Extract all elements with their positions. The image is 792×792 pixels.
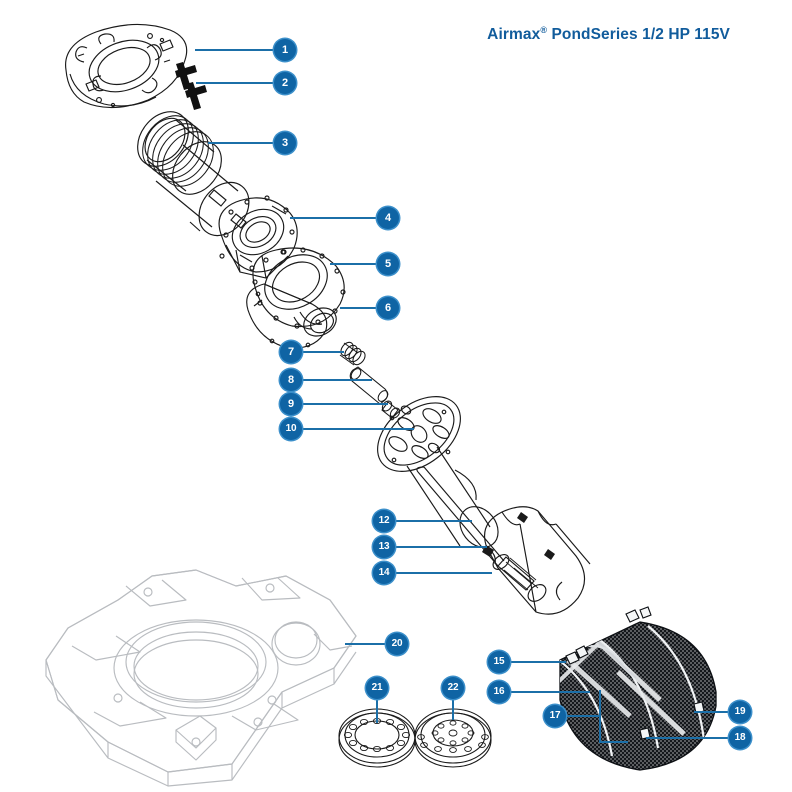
part-star-base-plate [45, 569, 357, 787]
callout-3[interactable]: 3 [274, 132, 296, 154]
callout-2[interactable]: 2 [274, 72, 296, 94]
callout-19[interactable]: 19 [729, 701, 751, 723]
part-upper-volute-housing [218, 195, 298, 279]
callout-12[interactable]: 12 [373, 510, 395, 532]
callout-1[interactable]: 1 [274, 39, 296, 61]
callout-20[interactable]: 20 [386, 633, 408, 655]
part-mounting-flange-plate [65, 23, 188, 109]
callout-9[interactable]: 9 [280, 393, 302, 415]
callout-18[interactable]: 18 [729, 727, 751, 749]
part-impeller-plate [377, 396, 499, 548]
callout-13[interactable]: 13 [373, 536, 395, 558]
callout-4[interactable]: 4 [377, 207, 399, 229]
callout-10[interactable]: 10 [280, 418, 302, 440]
callout-15[interactable]: 15 [488, 651, 510, 673]
part-motor-housing [483, 506, 591, 615]
callout-14[interactable]: 14 [373, 562, 395, 584]
part-threaded-nozzle-coupling [137, 111, 250, 237]
registered-trademark-symbol: ® [540, 25, 548, 35]
callout-22[interactable]: 22 [442, 677, 464, 699]
leader-line-group [195, 49, 729, 743]
part-screw-set [175, 62, 207, 110]
callout-8[interactable]: 8 [280, 369, 302, 391]
part-lower-volute-housing [246, 283, 337, 349]
title-brand: Airmax [487, 26, 541, 44]
leader-line-17 [566, 690, 628, 743]
part-intake-screen-assembly [559, 606, 717, 771]
callout-21[interactable]: 21 [366, 677, 388, 699]
part-shaft-sleeve [349, 366, 389, 405]
part-hose-barb-fitting [339, 341, 366, 366]
callout-16[interactable]: 16 [488, 681, 510, 703]
part-volute-flange-ring [252, 247, 346, 329]
callout-17[interactable]: 17 [544, 705, 566, 727]
callout-7[interactable]: 7 [280, 341, 302, 363]
page-title: Airmax® PondSeries 1/2 HP 115V [487, 25, 730, 44]
part-strain-relief-fitting [492, 554, 547, 602]
screen-clips [565, 606, 705, 740]
callout-6[interactable]: 6 [377, 297, 399, 319]
title-model: PondSeries 1/2 HP 115V [547, 26, 730, 44]
callout-5[interactable]: 5 [377, 253, 399, 275]
